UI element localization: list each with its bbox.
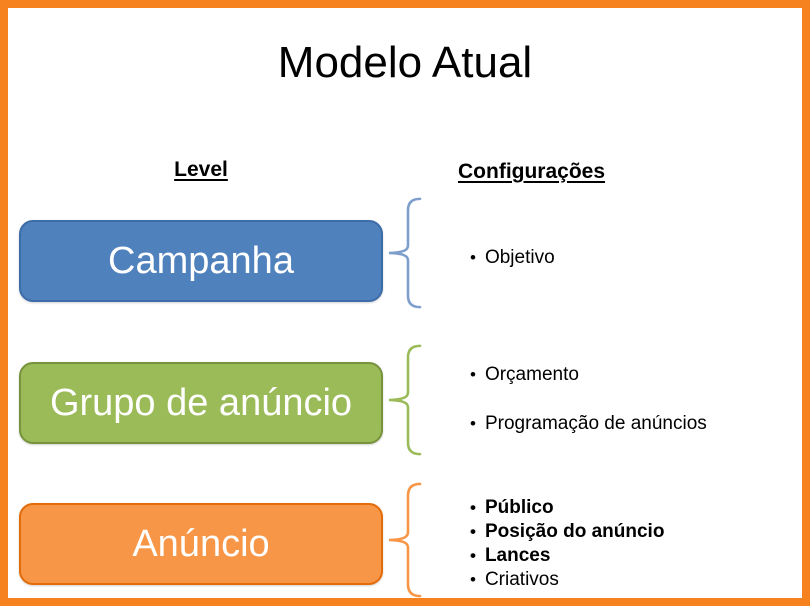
config-list-grupo-de-anuncio: • Orçamento • Programação de anúncios xyxy=(470,363,707,436)
brace-grupo-de-anuncio xyxy=(386,343,422,457)
level-box-label: Campanha xyxy=(108,239,294,282)
brace-path xyxy=(388,482,422,598)
config-bullet-item: • Lances xyxy=(470,544,664,568)
level-box-grupo-de-anuncio: Grupo de anúncio xyxy=(19,362,383,444)
slide-title: Modelo Atual xyxy=(277,38,533,87)
level-box-campanha: Campanha xyxy=(19,220,383,302)
bullet-glyph: • xyxy=(470,522,476,541)
config-bullet-item: • Criativos xyxy=(470,568,664,592)
level-box-label: Anúncio xyxy=(132,522,270,565)
bullet-glyph: • xyxy=(470,570,476,589)
brace-anuncio xyxy=(386,481,422,598)
config-bullet-item: • Programação de anúncios xyxy=(470,412,707,436)
config-label: Objetivo xyxy=(484,247,555,268)
config-bullet-item: • Objetivo xyxy=(470,246,555,270)
config-label: Criativos xyxy=(484,569,559,590)
brace-path xyxy=(388,344,422,456)
config-list-campanha: • Objetivo xyxy=(470,246,555,270)
bullet-glyph: • xyxy=(470,248,476,267)
config-list-anuncio: • Público • Posição do anúncio • Lances … xyxy=(470,496,664,592)
config-label: Lances xyxy=(484,545,551,566)
bullet-glyph: • xyxy=(470,414,476,433)
column-header-configuracoes: Configurações xyxy=(458,160,606,183)
config-bullet-item: • Orçamento xyxy=(470,363,707,387)
config-bullet-item: • Posição do anúncio xyxy=(470,520,664,544)
config-label: Público xyxy=(484,497,554,518)
config-label: Programação de anúncios xyxy=(484,413,707,434)
bullet-glyph: • xyxy=(470,365,476,384)
column-header-level: Level xyxy=(174,158,228,181)
bullet-glyph: • xyxy=(470,498,476,517)
bullet-glyph: • xyxy=(470,546,476,565)
config-bullet-item: • Público xyxy=(470,496,664,520)
config-label: Posição do anúncio xyxy=(484,521,665,542)
config-label: Orçamento xyxy=(484,364,579,385)
brace-campanha xyxy=(386,196,422,310)
level-box-anuncio: Anúncio xyxy=(19,503,383,585)
brace-path xyxy=(388,197,422,309)
level-box-label: Grupo de anúncio xyxy=(49,381,353,424)
